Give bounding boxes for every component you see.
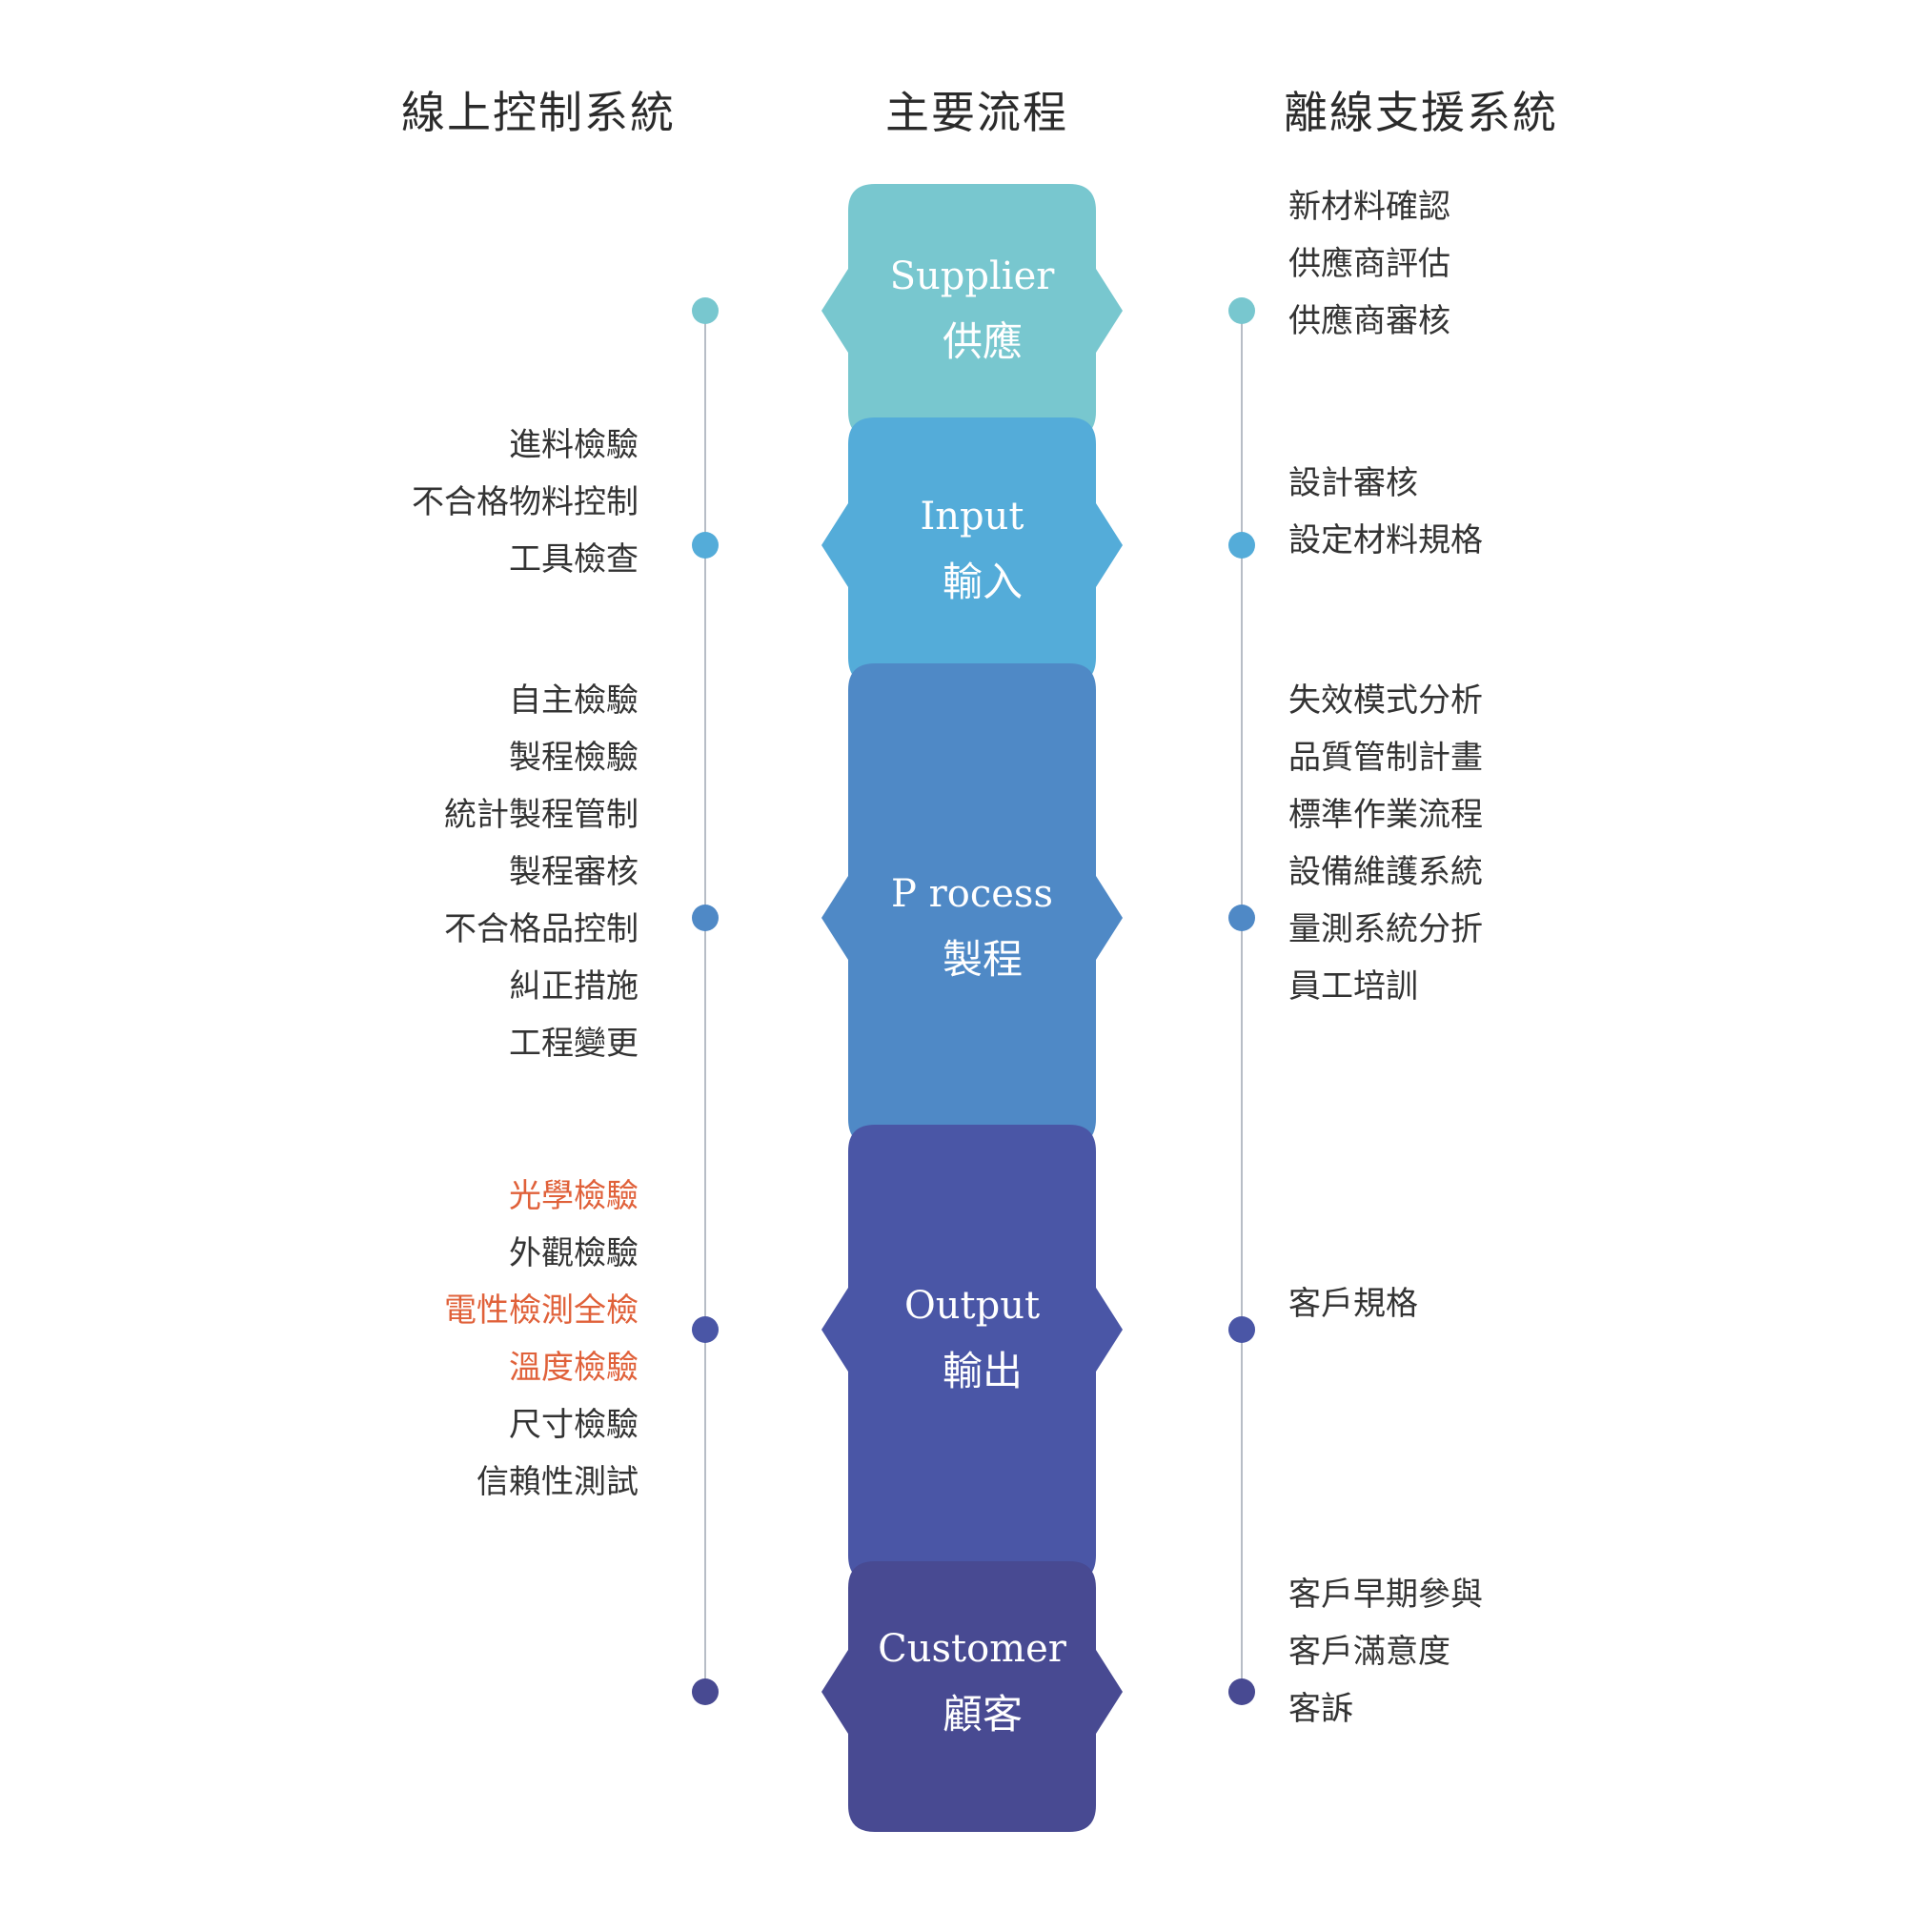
list-item: 光學檢驗 [509, 1177, 639, 1215]
right-timeline-dot [1228, 297, 1255, 324]
list-item: 新材料確認 [1288, 188, 1450, 226]
stage-label-zh: 輸出 [942, 1348, 1023, 1394]
list-item: 不合格品控制 [444, 910, 639, 948]
list-item: 製程檢驗 [509, 739, 639, 777]
stage-block-output [821, 1125, 1123, 1582]
list-item: 設定材料規格 [1288, 521, 1483, 559]
stage-label: Output 輸出 [848, 1287, 1096, 1392]
stage-block-input [821, 417, 1123, 684]
left-timeline-dot [692, 905, 719, 931]
list-item: 供應商評估 [1288, 245, 1450, 283]
offline-support-list: 新材料確認供應商評估供應商審核 [1288, 178, 1593, 350]
list-item: 外觀檢驗 [509, 1234, 639, 1272]
list-item: 標準作業流程 [1288, 796, 1483, 834]
stage-label: Input 輸入 [848, 498, 1096, 602]
list-item: 客訴 [1288, 1690, 1353, 1728]
offline-support-list: 客戶規格 [1288, 1275, 1593, 1332]
list-item: 量測系統分折 [1288, 910, 1483, 948]
left-timeline-dot [692, 1678, 719, 1705]
list-item: 尺寸檢驗 [509, 1406, 639, 1444]
stage-label-zh: 供應 [942, 318, 1023, 365]
stage-label-en: Output [903, 1284, 1041, 1328]
stage-label-zh: 製程 [942, 936, 1023, 983]
stage-label-zh: 輸入 [942, 559, 1023, 605]
offline-support-list: 失效模式分析品質管制計畫標準作業流程設備維護系統量測系統分折員工培訓 [1288, 672, 1593, 1015]
offline-support-list: 客戶早期參與客戶滿意度客訴 [1288, 1566, 1593, 1738]
stage-label-en: Supplier [889, 254, 1055, 298]
list-item: 溫度檢驗 [509, 1349, 639, 1387]
list-item: 設計審核 [1288, 464, 1418, 502]
list-item: 糾正措施 [509, 967, 639, 1006]
online-control-list: 進料檢驗不合格物料控制工具檢查 [362, 417, 639, 588]
online-control-list: 自主檢驗製程檢驗統計製程管制製程審核不合格品控制糾正措施工程變更 [362, 672, 639, 1072]
list-item: 客戶規格 [1288, 1285, 1418, 1323]
list-item: 製程審核 [509, 853, 639, 891]
left-timeline-dot [692, 1316, 719, 1343]
right-timeline-dot [1228, 905, 1255, 931]
stage-label: Supplier 供應 [848, 257, 1096, 362]
list-item: 信賴性測試 [476, 1463, 639, 1501]
stage-label: P rocess 製程 [848, 875, 1096, 980]
list-item: 自主檢驗 [509, 681, 639, 720]
list-item: 電性檢測全檢 [444, 1291, 639, 1330]
list-item: 供應商審核 [1288, 302, 1450, 340]
list-item: 工程變更 [509, 1025, 639, 1063]
list-item: 統計製程管制 [444, 796, 639, 834]
list-item: 客戶滿意度 [1288, 1633, 1450, 1671]
right-timeline-dot [1228, 1316, 1255, 1343]
offline-support-list: 設計審核設定材料規格 [1288, 455, 1593, 569]
right-timeline-dot [1228, 532, 1255, 559]
stage-label-en: Input [920, 495, 1024, 539]
list-item: 品質管制計畫 [1288, 739, 1483, 777]
stage-block-process [821, 663, 1123, 1146]
list-item: 客戶早期參與 [1288, 1576, 1483, 1614]
stage-label: Customer 顧客 [848, 1630, 1096, 1735]
header-main-process: 主要流程 [885, 87, 1068, 138]
list-item: 設備維護系統 [1288, 853, 1483, 891]
list-item: 員工培訓 [1288, 967, 1418, 1006]
left-timeline-dot [692, 532, 719, 559]
online-control-list: 光學檢驗外觀檢驗電性檢測全檢溫度檢驗尺寸檢驗信賴性測試 [362, 1168, 639, 1511]
list-item: 失效模式分析 [1288, 681, 1483, 720]
stage-label-zh: 顧客 [942, 1691, 1023, 1738]
stage-label-en: Customer [878, 1627, 1066, 1671]
stage-block-supplier [821, 184, 1123, 438]
stage-block-customer [821, 1561, 1123, 1832]
right-timeline-dot [1228, 1678, 1255, 1705]
list-item: 進料檢驗 [509, 426, 639, 464]
header-online-control: 線上控制系統 [401, 87, 676, 138]
stage-label-en: P rocess [891, 872, 1053, 916]
list-item: 不合格物料控制 [412, 483, 639, 521]
header-offline-support: 離線支援系統 [1284, 87, 1558, 138]
list-item: 工具檢查 [509, 540, 639, 579]
left-timeline-dot [692, 297, 719, 324]
